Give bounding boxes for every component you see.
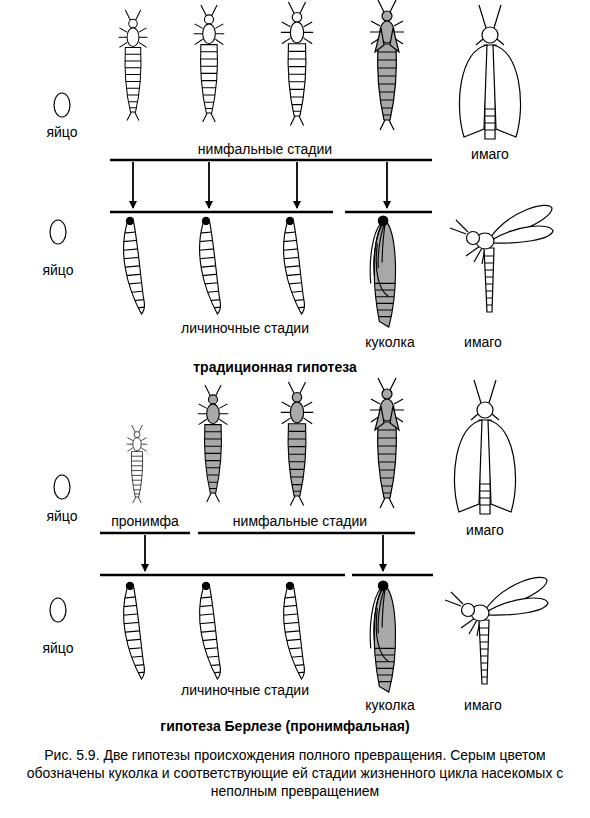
stage-group-label: нимфальные стадии	[233, 513, 367, 529]
stage-label: яйцо	[46, 124, 77, 140]
stage-label: яйцо	[42, 262, 73, 278]
figure-caption: Рис. 5.9. Две гипотезы происхождения пол…	[12, 746, 578, 800]
stage-group-label: нимфальные стадии	[198, 141, 332, 157]
stage-group-label: личиночные стадии	[181, 320, 309, 336]
stage-label: куколка	[365, 334, 414, 350]
stage-label: имаго	[464, 697, 502, 713]
hypothesis-title: гипотеза Берлезе (пронимфальная)	[160, 718, 409, 734]
stage-label: имаго	[466, 522, 504, 538]
stage-label: имаго	[464, 334, 502, 350]
stage-label: пронимфа	[111, 513, 179, 529]
stage-label: яйцо	[42, 640, 73, 656]
stage-label: яйцо	[46, 508, 77, 524]
stage-group-label: личиночные стадии	[181, 682, 309, 698]
hypothesis-title: традиционная гипотеза	[193, 359, 357, 375]
stage-label: имаго	[471, 146, 509, 162]
stage-label: куколка	[365, 697, 414, 713]
